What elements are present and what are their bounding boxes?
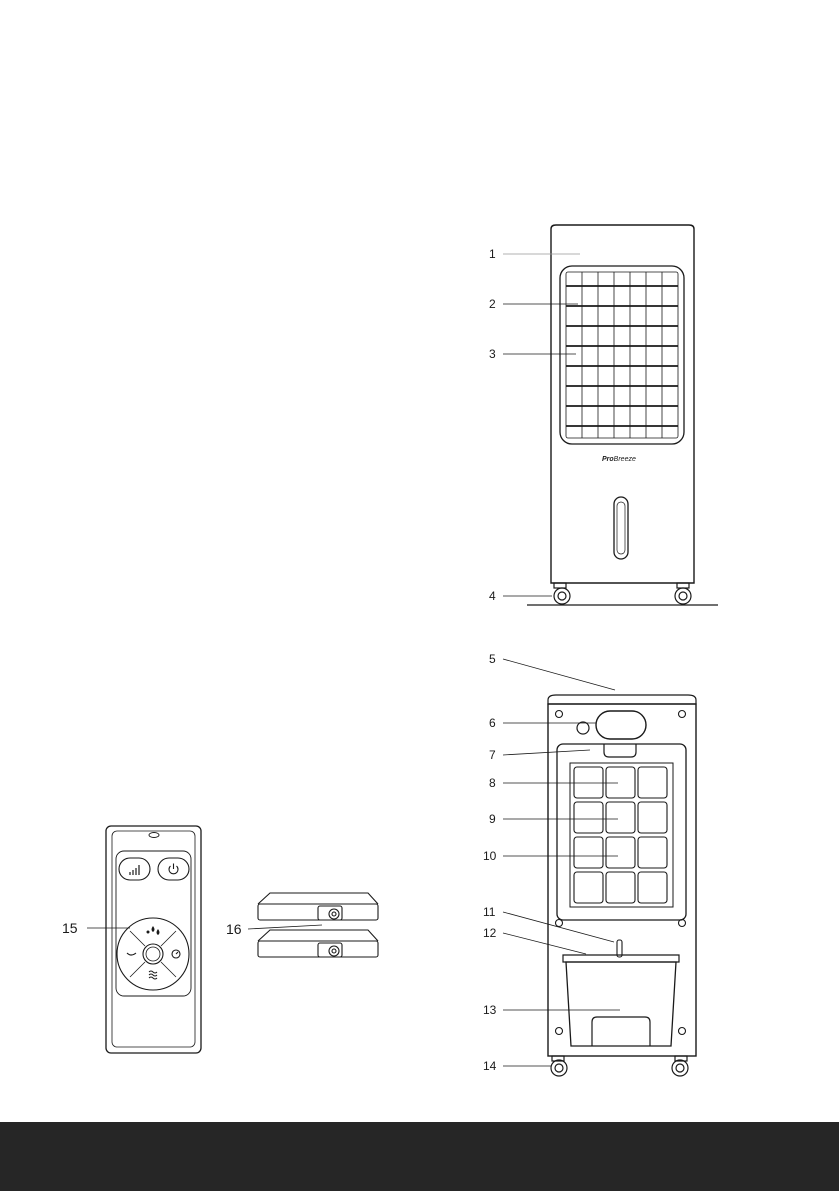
screw [679, 1028, 686, 1035]
wave-mode-icon [149, 971, 157, 979]
back-castor-left [551, 1056, 567, 1076]
front-castor-left [554, 583, 570, 604]
front-body-outline [551, 225, 694, 583]
back-view-air-cooler [548, 695, 696, 1076]
ice-pack-upper [258, 893, 378, 920]
power-icon [169, 864, 178, 874]
screw [556, 920, 563, 927]
carry-handle [596, 711, 646, 739]
screw [556, 1028, 563, 1035]
ir-emitter [149, 833, 159, 838]
callout-16: 16 [226, 921, 242, 937]
filter-cells [574, 767, 667, 903]
front-louvres [566, 286, 678, 426]
water-level-window [614, 497, 628, 559]
brand-logo-regular: Breeze [614, 456, 636, 463]
cord-hook [577, 722, 589, 734]
callout-11: 11 [483, 905, 496, 919]
tank-lid [563, 955, 679, 962]
callout-4: 4 [489, 589, 496, 603]
speed-button [119, 858, 150, 880]
screw [679, 711, 686, 718]
callout-13: 13 [483, 1003, 497, 1017]
front-castor-right [675, 583, 691, 604]
callout-1: 1 [489, 247, 496, 261]
brand-logo: ProBreeze [602, 456, 636, 463]
swing-icon [127, 953, 136, 955]
callout-12: 12 [483, 926, 497, 940]
filter-panel-tab [604, 744, 636, 757]
callout-10: 10 [483, 849, 497, 863]
brand-logo-bold: Pro [602, 456, 614, 463]
water-tank [566, 962, 676, 1046]
tank-handle-recess [592, 1017, 650, 1046]
speed-bars-icon [130, 865, 139, 875]
back-top-cap [548, 695, 696, 704]
callout-7: 7 [489, 748, 496, 762]
front-vertical-vanes [582, 272, 662, 438]
callout-16-line [248, 925, 322, 929]
callout-9: 9 [489, 812, 496, 826]
back-castor-right [672, 1056, 688, 1076]
footer-bar [0, 1122, 839, 1191]
remote-control [106, 826, 201, 1053]
water-drops-icon [147, 926, 160, 935]
callout-15: 15 [62, 920, 78, 936]
screw [556, 711, 563, 718]
callout-5: 5 [489, 652, 496, 666]
ice-pack-lower [258, 930, 378, 957]
callout-3: 3 [489, 347, 496, 361]
callout-2: 2 [489, 297, 496, 311]
front-view-air-cooler [527, 225, 718, 605]
front-grille-frame [560, 266, 684, 444]
callout-8: 8 [489, 776, 496, 790]
callout-14: 14 [483, 1059, 497, 1073]
callout-6: 6 [489, 716, 496, 730]
timer-icon [172, 950, 180, 958]
